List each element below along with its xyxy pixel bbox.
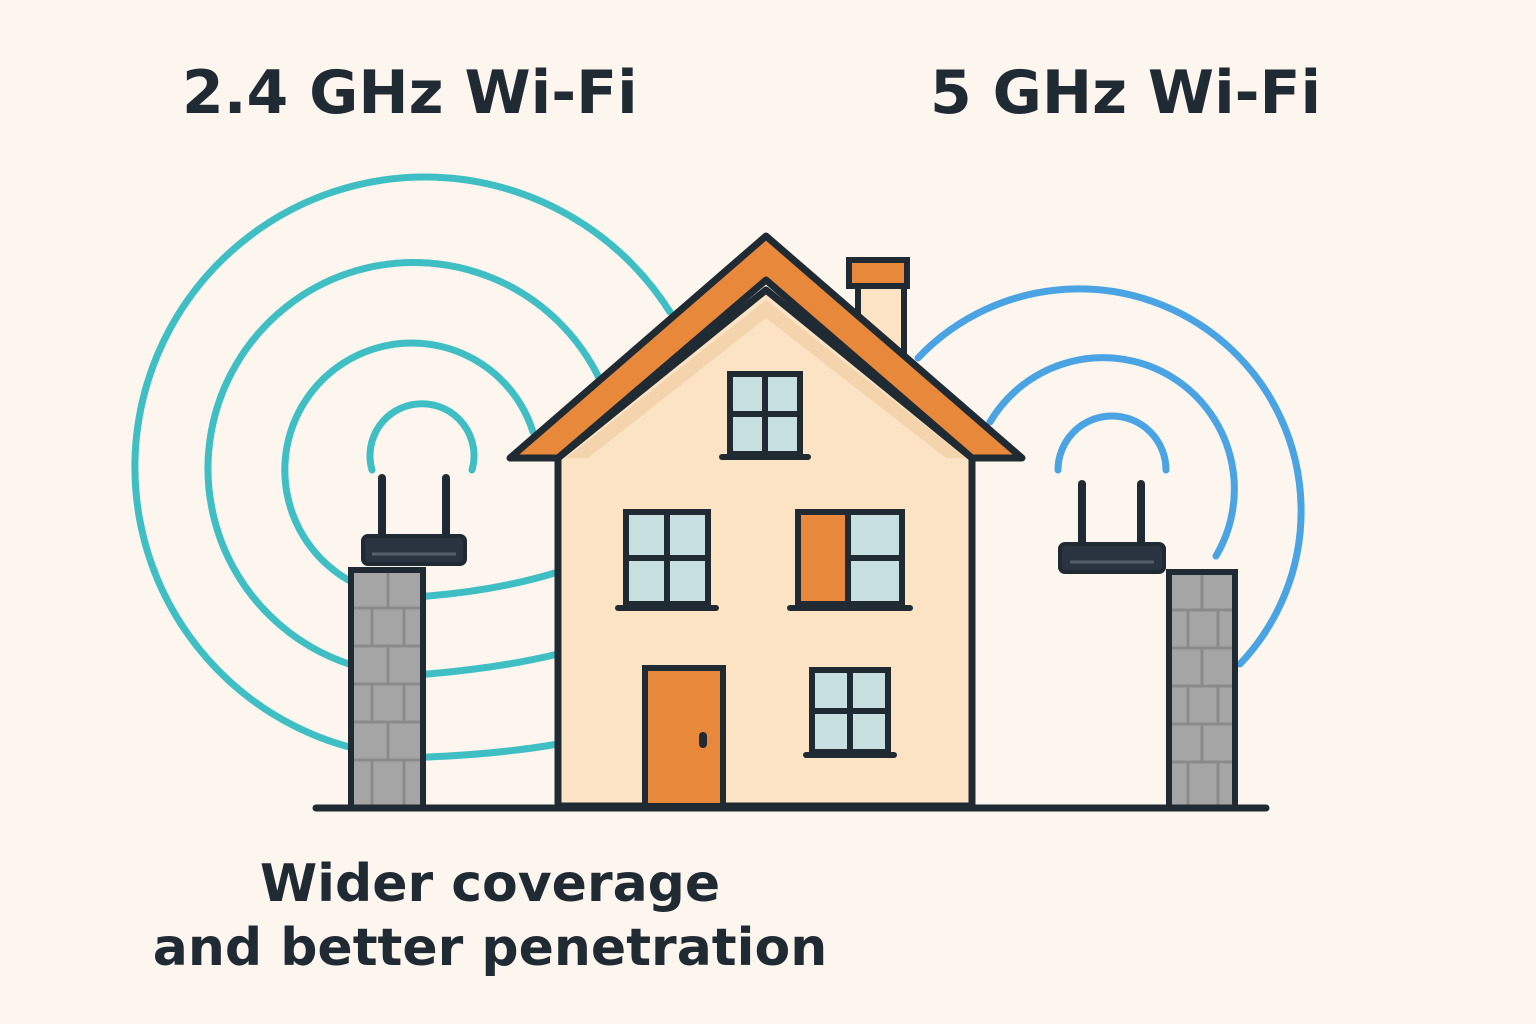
window-attic (719, 371, 811, 460)
window-middle-right (787, 509, 913, 611)
wave-2-4ghz-tail-1 (424, 568, 562, 600)
wave-2-4ghz-tail-3 (424, 740, 562, 761)
title-2-4ghz: 2.4 GHz Wi-Fi (182, 58, 638, 128)
wifi-router-icon (361, 474, 467, 566)
house-icon (506, 232, 1026, 810)
house-door (642, 665, 726, 809)
brick-pillar-left (348, 567, 426, 811)
title-5ghz: 5 GHz Wi-Fi (930, 58, 1322, 128)
wave-2-4ghz-ring-3 (204, 259, 604, 678)
wave-5ghz-ring-2 (986, 354, 1238, 560)
caption-line-1: Wider coverage (259, 854, 721, 914)
wave-2-4ghz-tail-2 (424, 650, 562, 678)
wave-5ghz-ring-1 (1054, 412, 1170, 474)
wave-2-4ghz-ring-4 (131, 173, 674, 761)
window-middle-left (615, 509, 719, 611)
wifi-router-icon (1058, 480, 1166, 574)
wave-5ghz-group (914, 285, 1305, 668)
brick-pillar-right (1166, 569, 1238, 811)
wave-2-4ghz-group (131, 173, 674, 761)
coverage-caption: Wider coverage and better penetration (130, 852, 850, 980)
chimney-cap (846, 257, 910, 289)
wave-2-4ghz-ring-2 (281, 339, 537, 601)
wave-2-4ghz-ring-1 (366, 400, 478, 474)
window-lower-right (803, 667, 897, 758)
wave-5ghz-ring-3 (914, 285, 1305, 668)
caption-line-2: and better penetration (152, 918, 828, 978)
house-roof (506, 232, 1026, 462)
